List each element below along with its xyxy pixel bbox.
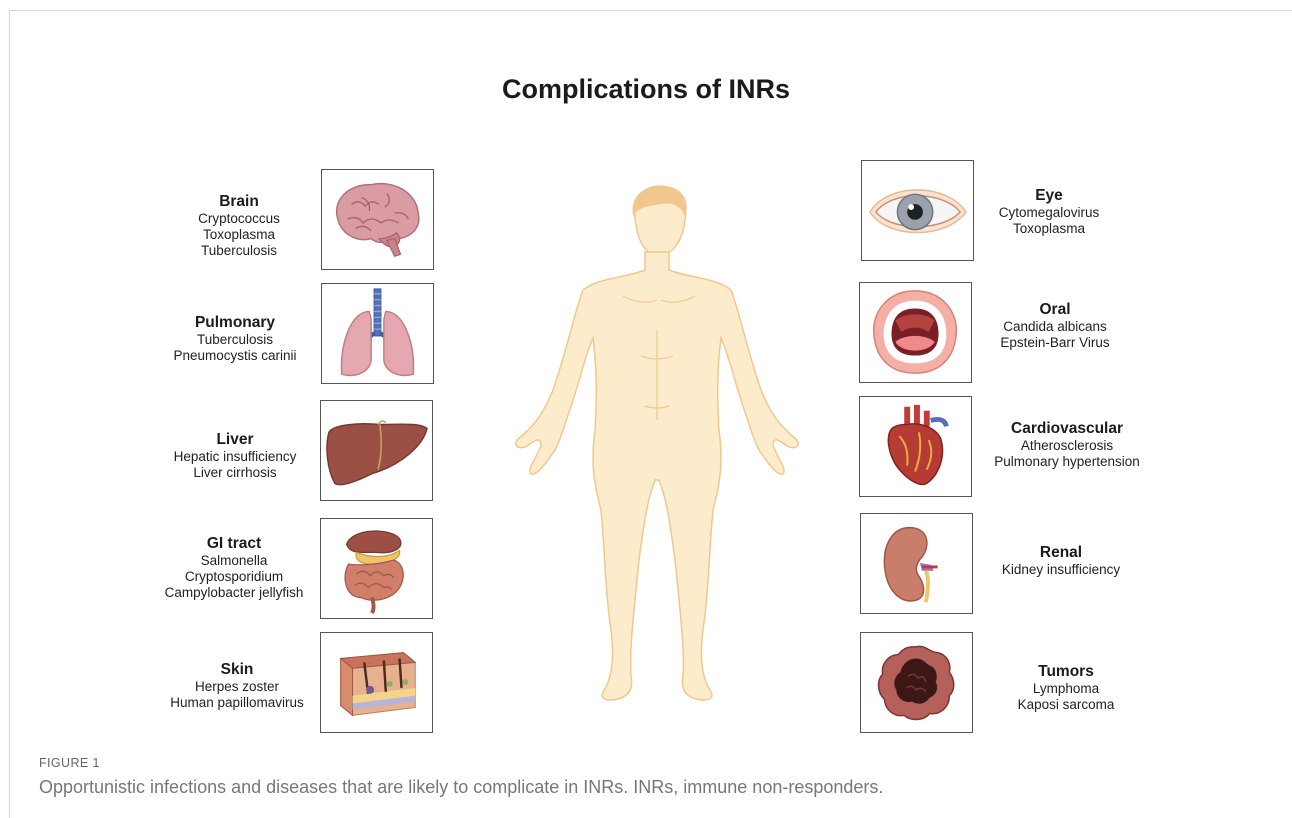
label-heading: Renal [986, 544, 1136, 562]
label-line: Toxoplasma [979, 221, 1119, 237]
label-line: Liver cirrhosis [150, 465, 320, 481]
eye-icon [862, 161, 973, 260]
label-line: Campylobacter jellyfish [144, 585, 324, 601]
label-line: Tuberculosis [159, 243, 319, 259]
label-line: Cytomegalovirus [979, 205, 1119, 221]
label-line: Lymphoma [996, 681, 1136, 697]
label-line: Pulmonary hypertension [981, 454, 1153, 470]
oral-box [859, 282, 972, 383]
label-liver: Liver Hepatic insufficiency Liver cirrho… [150, 431, 320, 481]
kidney-icon [861, 514, 972, 613]
label-line: Tuberculosis [155, 332, 315, 348]
label-line: Kidney insufficiency [986, 562, 1136, 578]
eye-box [861, 160, 974, 261]
mouth-icon [860, 283, 971, 382]
label-line: Herpes zoster [152, 679, 322, 695]
skin-box [320, 632, 433, 733]
liver-box [320, 400, 433, 501]
label-line: Hepatic insufficiency [150, 449, 320, 465]
label-heading: Cardiovascular [981, 420, 1153, 438]
brain-box [321, 169, 434, 270]
label-line: Candida albicans [980, 319, 1130, 335]
human-body-figure [505, 180, 810, 720]
liver-icon [321, 401, 432, 500]
label-heading: Brain [159, 193, 319, 211]
label-renal: Renal Kidney insufficiency [986, 544, 1136, 578]
label-gi-tract: GI tract Salmonella Cryptosporidium Camp… [144, 535, 324, 601]
label-line: Toxoplasma [159, 227, 319, 243]
brain-icon [322, 170, 433, 269]
label-eye: Eye Cytomegalovirus Toxoplasma [979, 187, 1119, 237]
label-heading: Pulmonary [155, 314, 315, 332]
label-line: Cryptosporidium [144, 569, 324, 585]
torso-limbs-shape [516, 252, 799, 700]
label-heading: GI tract [144, 535, 324, 553]
label-pulmonary: Pulmonary Tuberculosis Pneumocystis cari… [155, 314, 315, 364]
label-cardiovascular: Cardiovascular Atherosclerosis Pulmonary… [981, 420, 1153, 470]
label-line: Human papillomavirus [152, 695, 322, 711]
tumors-box [860, 632, 973, 733]
label-oral: Oral Candida albicans Epstein-Barr Virus [980, 301, 1130, 351]
label-line: Pneumocystis carinii [155, 348, 315, 364]
skin-icon [321, 633, 432, 732]
label-heading: Eye [979, 187, 1119, 205]
label-heading: Liver [150, 431, 320, 449]
cardiovascular-box [859, 396, 972, 497]
label-line: Kaposi sarcoma [996, 697, 1136, 713]
label-line: Cryptococcus [159, 211, 319, 227]
tumor-icon [861, 633, 972, 732]
renal-box [860, 513, 973, 614]
figure-number: FIGURE 1 [39, 756, 100, 770]
gi-tract-box [320, 518, 433, 619]
heart-icon [860, 397, 971, 496]
label-heading: Tumors [996, 663, 1136, 681]
label-brain: Brain Cryptococcus Toxoplasma Tuberculos… [159, 193, 319, 259]
label-heading: Skin [152, 661, 322, 679]
figure-caption: Opportunistic infections and diseases th… [39, 777, 883, 798]
lungs-box [321, 283, 434, 384]
intestine-icon [321, 519, 432, 618]
label-line: Salmonella [144, 553, 324, 569]
diagram-title: Complications of INRs [0, 74, 1292, 105]
lungs-icon [322, 284, 433, 383]
label-line: Epstein-Barr Virus [980, 335, 1130, 351]
label-line: Atherosclerosis [981, 438, 1153, 454]
label-tumors: Tumors Lymphoma Kaposi sarcoma [996, 663, 1136, 713]
label-skin: Skin Herpes zoster Human papillomavirus [152, 661, 322, 711]
label-heading: Oral [980, 301, 1130, 319]
